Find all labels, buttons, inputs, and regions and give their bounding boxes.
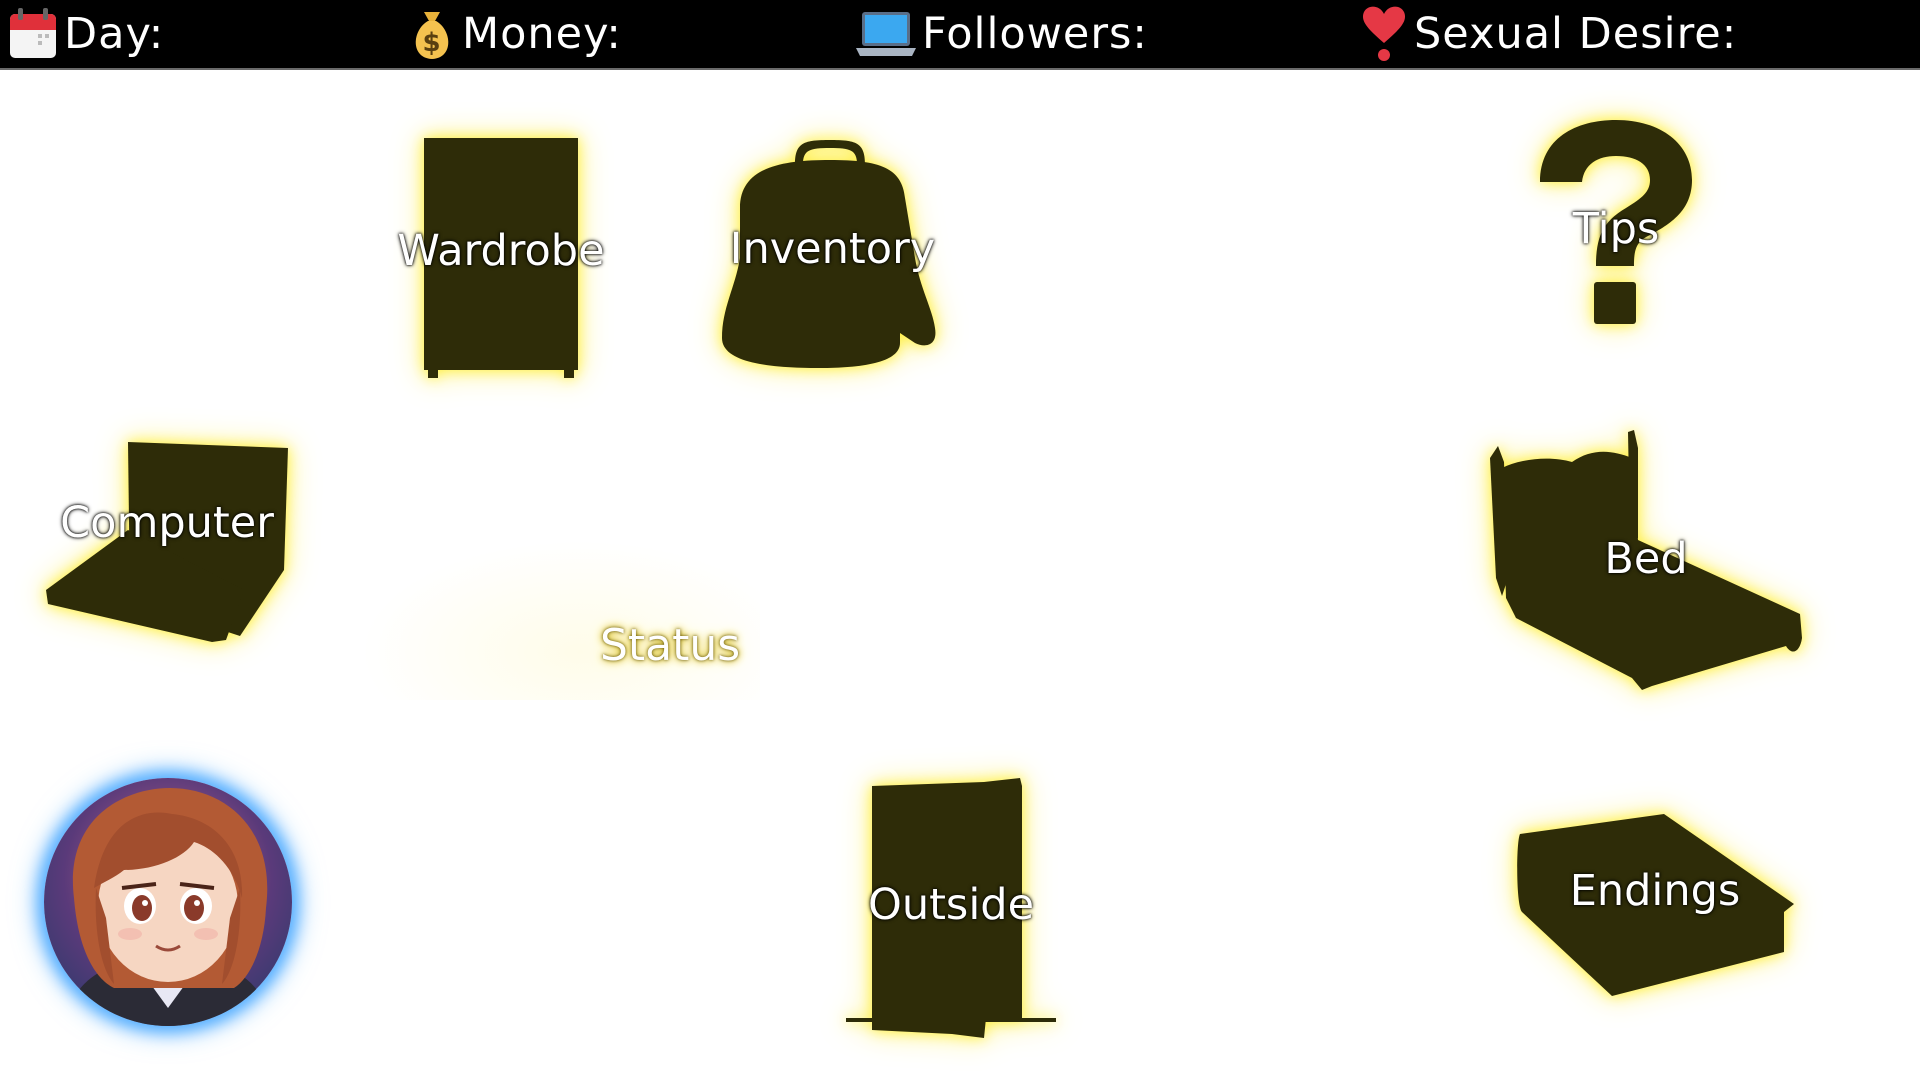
book-icon <box>1517 814 1794 996</box>
svg-text:$: $ <box>422 28 441 58</box>
bed-icon <box>1490 430 1802 690</box>
endings-label: Endings <box>1569 866 1741 916</box>
money-bag-icon: $ <box>415 12 449 59</box>
status-area <box>360 540 760 700</box>
computer-button[interactable]: Computer <box>44 440 290 644</box>
day-stat: Day: <box>8 0 164 68</box>
tips-label: Tips <box>1572 204 1660 254</box>
money-label: Money: <box>462 9 622 59</box>
money-stat: $ Money: <box>406 0 622 68</box>
followers-stat: Followers: <box>854 0 1148 68</box>
tips-button[interactable]: Tips <box>1536 118 1696 340</box>
outside-label: Outside <box>867 880 1035 930</box>
followers-label: Followers: <box>922 9 1148 59</box>
character-avatar[interactable] <box>44 778 292 1026</box>
wardrobe-label: Wardrobe <box>397 226 605 276</box>
wardrobe-icon <box>424 138 578 378</box>
wardrobe-button[interactable]: Wardrobe <box>397 136 605 380</box>
inventory-button[interactable]: Inventory <box>720 138 945 370</box>
laptop-icon <box>856 12 916 56</box>
door-icon <box>846 778 1056 1038</box>
outside-button[interactable]: Outside <box>846 774 1056 1040</box>
inventory-label: Inventory <box>729 224 936 274</box>
status-button[interactable]: Status <box>600 620 741 671</box>
character-portrait <box>44 778 292 1026</box>
backpack-icon <box>722 140 936 368</box>
computer-label: Computer <box>60 498 274 548</box>
question-mark-icon <box>1540 120 1692 324</box>
calendar-icon <box>10 8 56 58</box>
endings-button[interactable]: Endings <box>1514 812 1796 1000</box>
day-label: Day: <box>64 9 165 59</box>
desire-stat: Sexual Desire: <box>1358 0 1737 68</box>
heart-exclamation-icon <box>1362 6 1406 61</box>
bed-label: Bed <box>1604 534 1688 584</box>
desire-label: Sexual Desire: <box>1414 9 1738 59</box>
bed-button[interactable]: Bed <box>1482 428 1810 690</box>
hud-bar: Day: $ Money: Followers: Sexual Desire: <box>0 0 1920 70</box>
laptop-silhouette-icon <box>46 442 288 642</box>
